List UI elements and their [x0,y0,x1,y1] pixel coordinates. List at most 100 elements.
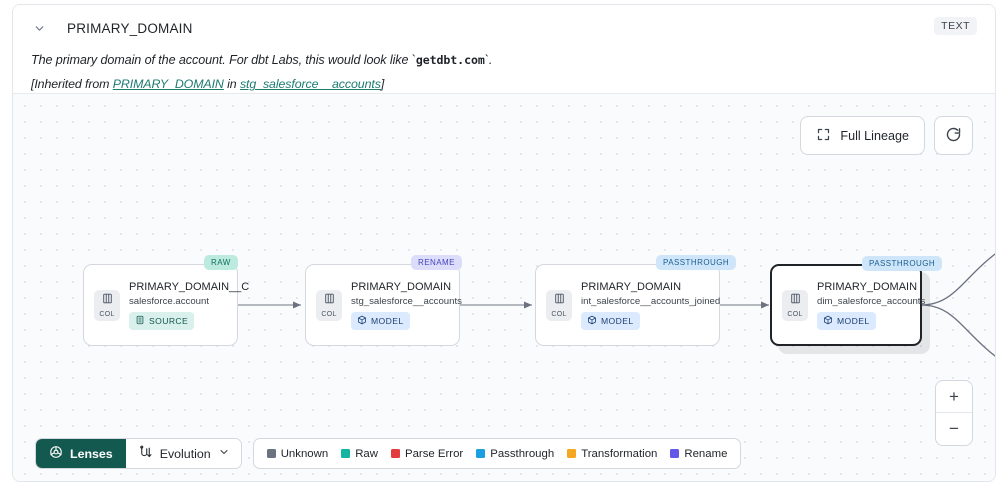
column-icon [789,292,802,310]
lineage-edges [237,253,995,357]
evolution-dropdown[interactable]: Evolution [125,439,241,468]
cube-icon [823,315,833,327]
legend-swatch [670,449,680,458]
node-tag: RENAME [411,255,462,270]
node-kind-label: MODEL [601,315,634,326]
expand-icon [816,127,831,145]
lineage-node-4[interactable]: PASSTHROUGH COL PRIMARY_DOMAIN dim_salesfor… [770,256,943,346]
legend-item-parse-error[interactable]: Parse Error [390,447,464,460]
edge-out-lower [920,304,995,357]
legend-item-rename[interactable]: Rename [670,448,727,460]
lineage-legend: Unknown Raw Parse Error Passthrough Transfor… [252,438,742,469]
status-badge: TEXT [934,17,977,35]
node-tag: PASSTHROUGH [862,256,943,271]
legend-item-unknown[interactable]: Unknown [266,447,329,460]
legend-item-passthrough[interactable]: Passthrough [476,448,554,460]
canvas-bottom-bar: Lenses Evolution Unkno [35,438,742,469]
column-chip: COL [316,289,342,321]
legend-swatch [567,449,577,458]
chevron-down-icon [218,446,230,461]
lineage-node-1[interactable]: RAW COL PRIMARY_DOMAIN__C salesforce.accoun… [83,255,250,346]
column-chip: COL [94,289,120,321]
column-chip-label: COL [787,311,803,318]
legend-label: Raw [355,447,378,460]
column-icon [553,292,566,310]
inherited-column-link[interactable]: PRIMARY_DOMAIN [112,77,224,92]
column-chip: COL [782,289,808,321]
node-kind-badge: MODEL [581,311,640,330]
legend-label: Transformation [581,447,658,460]
node-kind-label: MODEL [837,315,870,326]
title-row: PRIMARY_DOMAIN [31,17,977,39]
aperture-icon [49,445,63,462]
legend-label: Parse Error [404,447,464,460]
zoom-controls: + − [935,380,973,446]
legend-label: Passthrough [490,447,555,460]
inherited-model-link[interactable]: stg_salesforce__accounts [239,77,381,92]
evolution-label: Evolution [159,446,211,461]
evolution-icon [138,445,153,463]
legend-swatch [390,449,400,458]
node-body: PRIMARY_DOMAIN int_salesforce__accounts_j… [581,280,721,330]
node-subtitle: int_salesforce__accounts_joined [581,295,721,307]
legend-swatch [476,449,486,458]
node-name: PRIMARY_DOMAIN [817,280,918,293]
column-description: The primary domain of the account. For d… [31,52,977,68]
column-detail-panel: PRIMARY_DOMAIN TEXT The primary domain o… [12,4,996,482]
column-chip: COL [546,289,572,321]
node-name: PRIMARY_DOMAIN [351,280,452,293]
legend-swatch [341,449,351,458]
legend-label: Rename [684,447,728,460]
lineage-node-2[interactable]: RENAME COL PRIMARY_DOMAIN stg_salesforce__a… [305,255,462,346]
cube-icon [357,315,367,327]
node-kind-badge: MODEL [351,311,410,330]
legend-item-transformation[interactable]: Transformation [567,448,657,460]
lineage-node-3[interactable]: PASSTHROUGH COL PRIMARY_DOMAIN int_salesfor… [535,255,737,346]
node-kind-label: SOURCE [149,315,189,326]
node-subtitle: dim_salesforce_accounts [817,295,926,307]
inherited-suffix: ] [380,77,385,92]
inherited-prefix: [Inherited from [31,77,113,92]
node-kind-label: MODEL [371,315,404,326]
page-title: PRIMARY_DOMAIN [67,20,193,36]
column-chip-label: COL [551,311,567,318]
edge-out-upper [920,253,995,306]
refresh-icon [945,126,962,146]
legend-item-raw[interactable]: Raw [341,448,378,460]
column-icon [323,292,336,310]
node-kind-badge: MODEL [817,311,876,330]
node-tag: RAW [204,255,238,270]
column-chip-label: COL [99,311,115,318]
node-subtitle: stg_salesforce__accounts [351,295,462,307]
column-chip-label: COL [321,311,337,318]
zoom-out-button[interactable]: − [949,419,959,438]
refresh-button[interactable] [934,116,973,155]
node-tag: PASSTHROUGH [656,255,737,270]
canvas-top-controls: Full Lineage [800,116,973,155]
node-name: PRIMARY_DOMAIN [581,280,682,293]
panel-header: PRIMARY_DOMAIN TEXT The primary domain o… [13,5,995,93]
cube-icon [587,315,597,327]
inherited-middle: in [223,77,240,92]
full-lineage-button[interactable]: Full Lineage [800,116,925,155]
description-prefix: The primary domain of the account. For d… [31,53,416,67]
lenses-button[interactable]: Lenses [36,439,126,468]
legend-swatch [266,449,276,458]
description-suffix: `. [484,53,493,67]
node-kind-badge: SOURCE [129,311,195,330]
full-lineage-label: Full Lineage [840,128,909,143]
description-code: getdbt.com [415,53,485,67]
zoom-in-button[interactable]: + [936,381,972,413]
column-icon [101,292,114,310]
chevron-down-icon[interactable] [31,20,47,36]
database-icon [135,315,145,327]
lenses-evolution-group: Lenses Evolution [35,438,242,469]
lenses-label: Lenses [70,446,113,461]
node-subtitle: salesforce.account [129,295,209,307]
node-name: PRIMARY_DOMAIN__C [129,280,250,293]
legend-label: Unknown [280,447,329,460]
